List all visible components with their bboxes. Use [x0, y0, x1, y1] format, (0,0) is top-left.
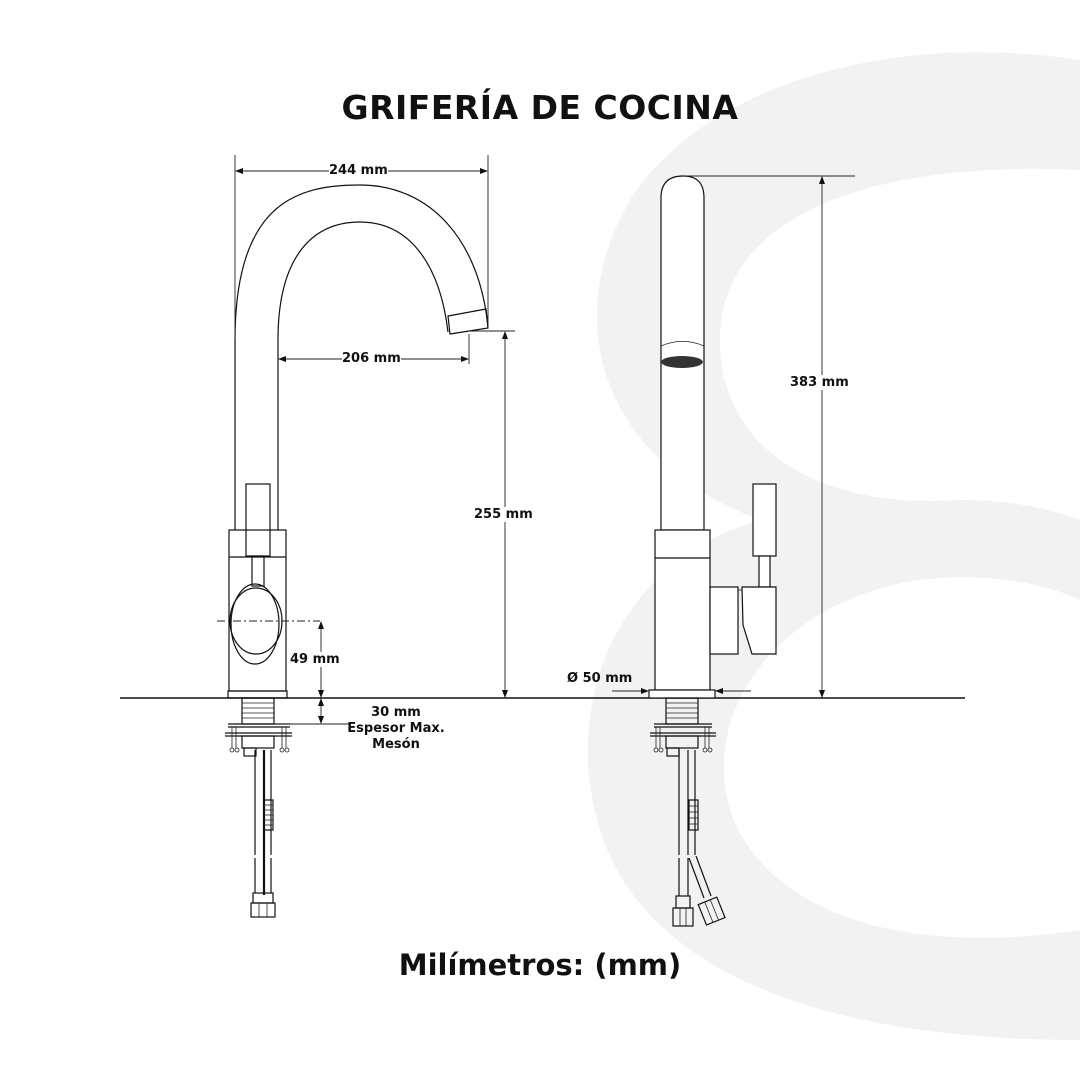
countertop-thickness-note: 30 mm Espesor Max. Mesón: [336, 705, 456, 753]
units-caption: Milímetros: (mm): [398, 948, 682, 982]
dimension-spout-reach: 206 mm: [342, 351, 401, 366]
dimension-base-diameter: Ø 50 mm: [567, 671, 633, 686]
front-view-faucet: [217, 184, 489, 918]
page-title: GRIFERÍA DE COCINA: [341, 88, 739, 127]
side-view-dimension-lines: [612, 175, 855, 698]
dimension-total-height: 383 mm: [790, 375, 849, 390]
dimension-lever-axis-height: 49 mm: [290, 652, 340, 667]
number-eight-logo-icon: [587, 52, 1080, 1040]
countertop-note-line-1: Espesor Max.: [347, 721, 445, 736]
dimension-countertop-thickness: 30 mm: [371, 705, 421, 720]
dimension-spout-height: 255 mm: [474, 507, 533, 522]
countertop-note-line-2: Mesón: [372, 737, 420, 752]
side-view-faucet: [648, 175, 777, 927]
dimension-spout-width: 244 mm: [329, 163, 388, 178]
